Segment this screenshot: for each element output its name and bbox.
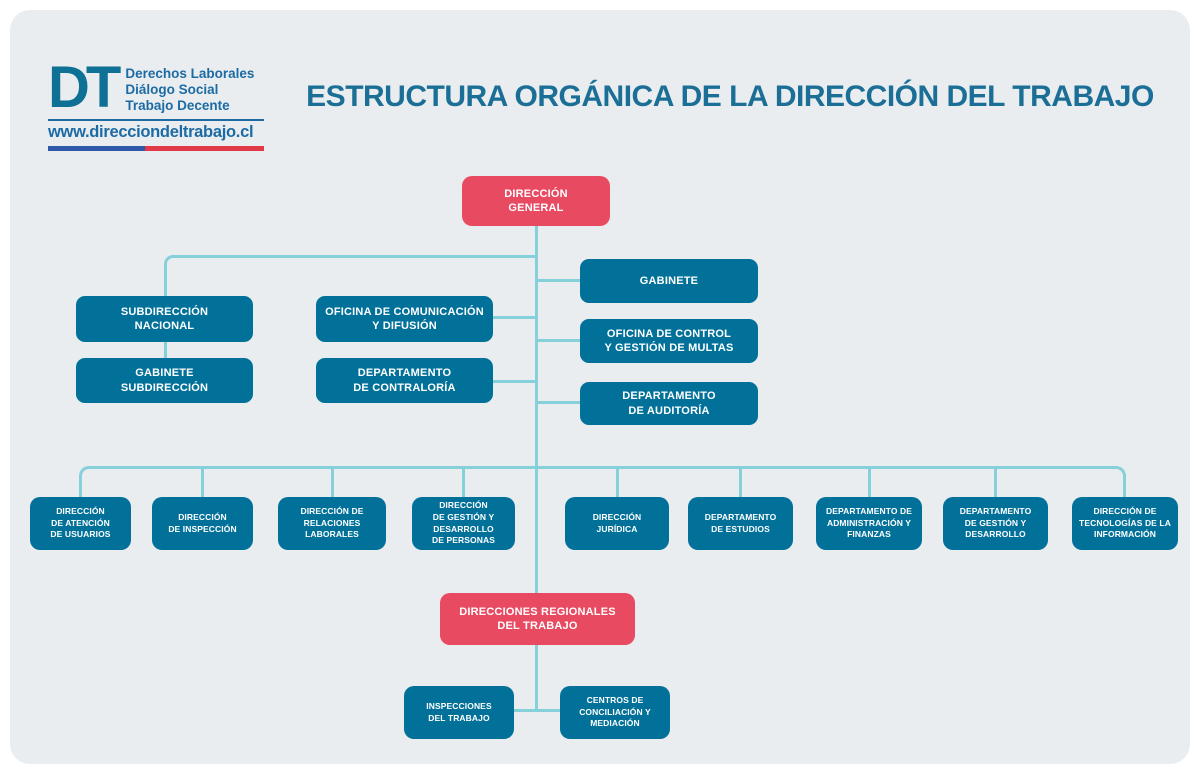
connector-bottom-branch	[514, 709, 560, 712]
connector-row-stub	[616, 467, 619, 497]
connector-row-stub	[994, 467, 997, 497]
node-centros-conciliacion-mediacion: CENTROS DE CONCILIACIÓN Y MEDIACIÓN	[560, 686, 670, 739]
node-inspecciones-trabajo: INSPECCIONES DEL TRABAJO	[404, 686, 514, 739]
node-oficina-control-multas: OFICINA DE CONTROL Y GESTIÓN DE MULTAS	[580, 319, 758, 363]
dt-logo-acronym: DT	[48, 55, 121, 120]
connector-contraloria	[493, 380, 537, 383]
connector-row-stub	[462, 467, 465, 497]
logo-website-url: www.direcciondeltrabajo.cl	[48, 123, 254, 142]
connector-auditoria	[536, 401, 580, 404]
node-direcciones-regionales: DIRECCIONES REGIONALES DEL TRABAJO	[440, 593, 635, 645]
node-gabinete-subdireccion: GABINETE SUBDIRECCIÓN	[76, 358, 253, 403]
chile-flag-bar	[48, 146, 264, 152]
connector-row-stub	[739, 467, 742, 497]
logo-divider	[48, 119, 264, 122]
node-direccion-general: DIRECCIÓN GENERAL	[462, 176, 610, 226]
connector-row-stub	[331, 467, 334, 497]
connector-row-stub	[201, 467, 204, 497]
node-direccion-inspeccion: DIRECCIÓN DE INSPECCIÓN	[152, 497, 253, 550]
node-departamento-estudios: DEPARTAMENTO DE ESTUDIOS	[688, 497, 793, 550]
flag-bar-blue	[48, 146, 146, 152]
connector-left-branch	[164, 255, 537, 297]
connector-subdireccion-gabinete	[164, 340, 167, 360]
dt-logo-tagline: Derechos Laborales	[125, 66, 255, 81]
dt-logo-tagline: Trabajo Decente	[125, 97, 230, 113]
node-departamento-administracion-finanzas: DEPARTAMENTO DE ADMINISTRACIÓN Y FINANZA…	[816, 497, 922, 550]
connector-row-stub	[868, 467, 871, 497]
page-title: ESTRUCTURA ORGÁNICA DE LA DIRECCIÓN DEL …	[306, 80, 1154, 113]
node-direccion-relaciones-laborales: DIRECCIÓN DE RELACIONES LABORALES	[278, 497, 386, 550]
node-subdireccion-nacional: SUBDIRECCIÓN NACIONAL	[76, 296, 253, 342]
connector-gabinete	[536, 279, 580, 282]
dt-logo: DT Derechos Laborales Diálogo Social Tra…	[48, 55, 264, 152]
node-direccion-gestion-desarrollo-personas: DIRECCIÓN DE GESTIÓN Y DESARROLLO DE PER…	[412, 497, 515, 550]
node-direccion-tecnologias-informacion: DIRECCIÓN DE TECNOLOGÍAS DE LA INFORMACI…	[1072, 497, 1178, 550]
flag-bar-red	[145, 146, 264, 152]
connector-row-bus	[79, 466, 1126, 498]
dt-logo-taglines: Derechos Laborales Diálogo Social Trabaj…	[125, 60, 254, 114]
connector-comunicacion	[493, 316, 537, 319]
connector-control-multas	[536, 339, 580, 342]
node-departamento-contraloria: DEPARTAMENTO DE CONTRALORÍA	[316, 358, 493, 403]
node-departamento-gestion-desarrollo: DEPARTAMENTO DE GESTIÓN Y DESARROLLO	[943, 497, 1048, 550]
node-direccion-atencion-usuarios: DIRECCIÓN DE ATENCIÓN DE USUARIOS	[30, 497, 131, 550]
node-departamento-auditoria: DEPARTAMENTO DE AUDITORÍA	[580, 382, 758, 425]
node-direccion-juridica: DIRECCIÓN JURÍDICA	[565, 497, 669, 550]
dt-logo-tagline: Diálogo Social	[125, 81, 219, 97]
node-oficina-comunicacion-difusion: OFICINA DE COMUNICACIÓN Y DIFUSIÓN	[316, 296, 493, 342]
node-gabinete: GABINETE	[580, 259, 758, 303]
